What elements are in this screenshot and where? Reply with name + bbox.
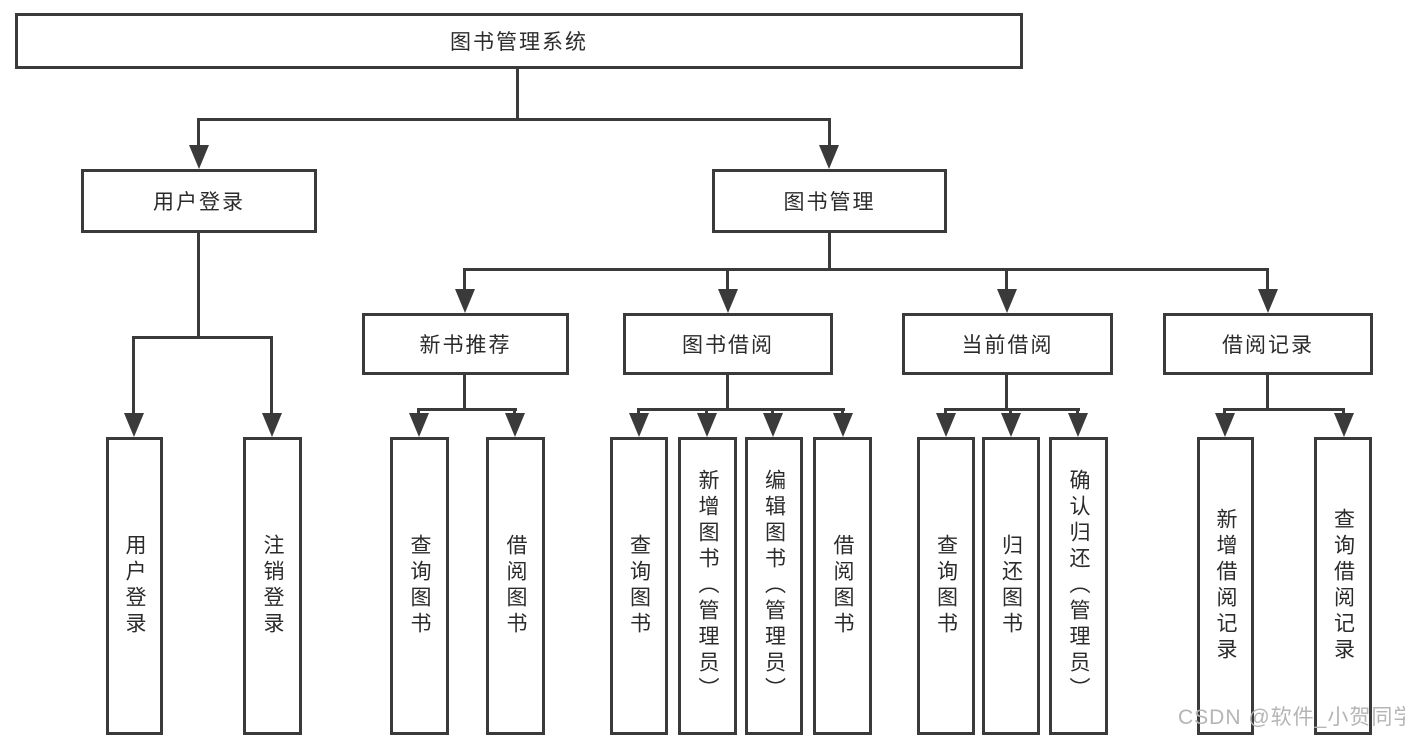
arrowhead-to-current-borrow [997, 289, 1017, 313]
arrowhead-to-bb-query [629, 413, 649, 437]
connector-bookmgmt-branch [463, 268, 1269, 271]
connector-logout-drop [270, 336, 273, 415]
arrowhead-to-user-login [189, 145, 209, 169]
node-new-book-recommend: 新书推荐 [362, 313, 569, 375]
connector-borrowrecord-branch [1223, 408, 1345, 411]
connector-userlogin-branch [132, 336, 273, 339]
arrowhead-to-bb-borrow [833, 413, 853, 437]
connector-root-stem [516, 69, 519, 119]
csdn-watermark: CSDN @软件_小贺同学 [1178, 706, 1405, 729]
arrowhead-to-cb-query [936, 413, 956, 437]
node-leaf-user-login: 用户登录 [106, 437, 163, 735]
connector-bookborrow-drop [726, 268, 729, 292]
node-leaf-bb-borrow-book: 借阅图书 [813, 437, 872, 735]
node-library-system: 图书管理系统 [15, 13, 1023, 69]
arrowhead-to-book-borrow [718, 289, 738, 313]
connector-bookborrow-branch [637, 408, 845, 411]
node-leaf-br-add-record: 新增借阅记录 [1197, 437, 1254, 735]
arrowhead-to-cb-return [1001, 413, 1021, 437]
connector-newbook-branch [417, 408, 517, 411]
node-user-login: 用户登录 [81, 169, 317, 233]
node-book-borrow: 图书借阅 [623, 313, 833, 375]
arrowhead-to-br-query [1334, 413, 1354, 437]
connector-currentborrow-stem [1005, 375, 1008, 408]
arrowhead-to-bb-add [697, 413, 717, 437]
arrowhead-to-book-mgmt [819, 145, 839, 169]
connector-currentborrow-branch [944, 408, 1080, 411]
connector-bookmgmt-stem [828, 233, 831, 268]
node-leaf-bb-edit-book-admin: 编辑图书（管理员） [745, 437, 803, 735]
node-leaf-cb-query-book: 查询图书 [917, 437, 975, 735]
node-book-management: 图书管理 [712, 169, 947, 233]
arrowhead-to-nb-query [409, 413, 429, 437]
arrowhead-to-cb-confirm [1068, 413, 1088, 437]
node-leaf-logout: 注销登录 [243, 437, 302, 735]
node-leaf-br-query-record: 查询借阅记录 [1314, 437, 1372, 735]
node-leaf-cb-confirm-return-admin: 确认归还（管理员） [1049, 437, 1108, 735]
node-leaf-bb-query-book: 查询图书 [610, 437, 668, 735]
arrowhead-to-nb-borrow [505, 413, 525, 437]
node-leaf-nb-query-book: 查询图书 [390, 437, 449, 735]
node-leaf-nb-borrow-book: 借阅图书 [486, 437, 545, 735]
connector-borrowrecord-stem [1266, 375, 1269, 408]
connector-bookborrow-stem [726, 375, 729, 408]
connector-newbook-stem [463, 375, 466, 408]
connector-root-branch [197, 118, 831, 121]
arrowhead-to-borrow-record [1258, 289, 1278, 313]
connector-userlogin-drop [197, 118, 200, 148]
node-leaf-cb-return-book: 归还图书 [982, 437, 1040, 735]
arrowhead-to-bb-edit [763, 413, 783, 437]
connector-bookmgmt-drop [828, 118, 831, 148]
node-current-borrow: 当前借阅 [902, 313, 1113, 375]
arrowhead-to-login-leaf [124, 413, 144, 437]
connector-newbook-drop [463, 268, 466, 292]
arrowhead-to-new-book [455, 289, 475, 313]
connector-borrowrecord-drop [1266, 268, 1269, 292]
connector-userlogin-stem [197, 233, 200, 336]
node-borrow-record: 借阅记录 [1163, 313, 1373, 375]
node-leaf-bb-add-book-admin: 新增图书（管理员） [678, 437, 737, 735]
connector-currentborrow-drop [1005, 268, 1008, 292]
connector-login-drop [132, 336, 135, 415]
arrowhead-to-br-add [1215, 413, 1235, 437]
arrowhead-to-logout-leaf [262, 413, 282, 437]
